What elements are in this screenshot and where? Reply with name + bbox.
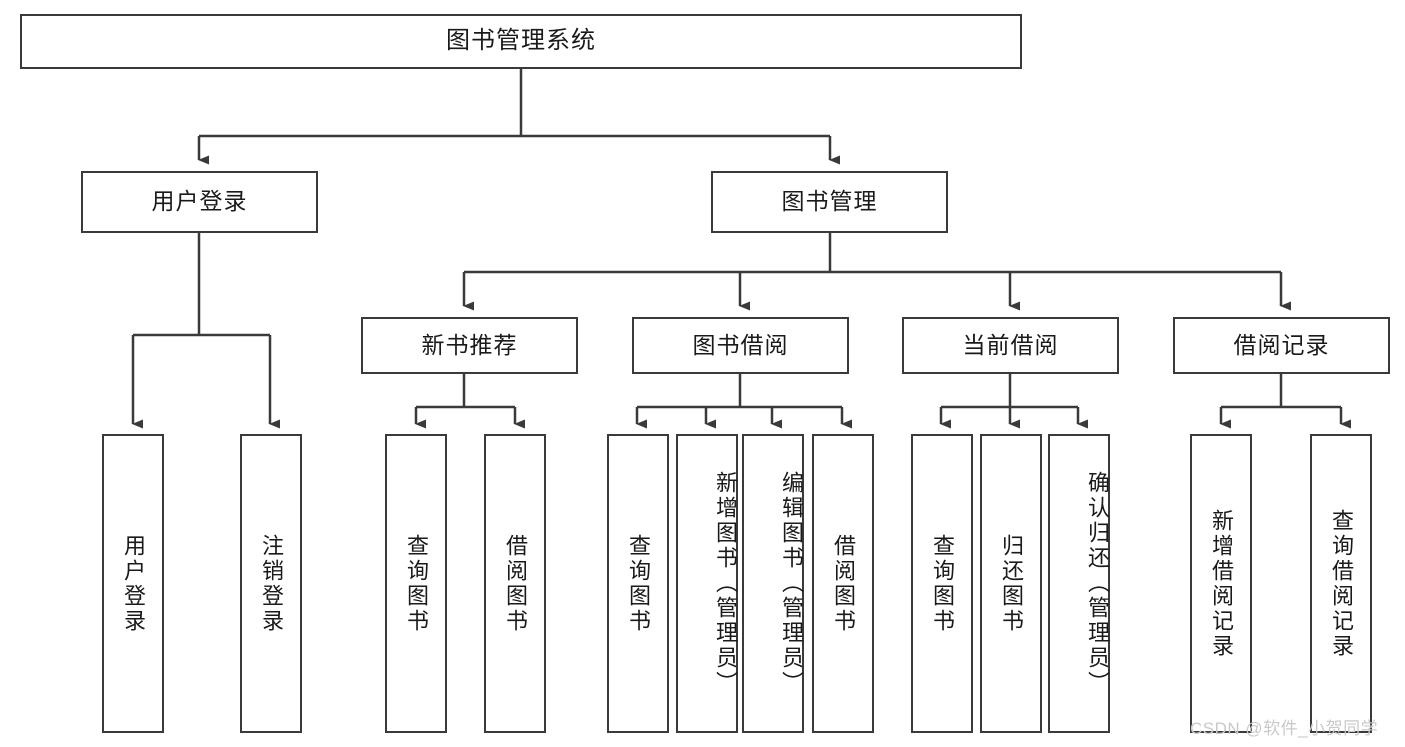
node-current-borrow[interactable]: 当前借阅 — [902, 317, 1119, 374]
leaf-user-login-login[interactable]: 用户登录 — [102, 434, 164, 733]
leaf-borrow-query-book[interactable]: 查询图书 — [607, 434, 669, 733]
leaf-borrow-edit-book-admin[interactable]: 编辑图书（管理员） — [742, 434, 804, 733]
leaf-borrow-borrow-book[interactable]: 借阅图书 — [812, 434, 874, 733]
leaf-new-book-query[interactable]: 查询图书 — [385, 434, 447, 733]
leaf-borrow-add-book-admin[interactable]: 新增图书（管理员） — [676, 434, 738, 733]
csdn-watermark: CSDN @软件_小贺同学 — [1190, 719, 1379, 738]
node-new-book-recommend[interactable]: 新书推荐 — [361, 317, 578, 374]
leaf-record-add-record[interactable]: 新增借阅记录 — [1190, 434, 1252, 733]
leaf-record-query-record[interactable]: 查询借阅记录 — [1310, 434, 1372, 733]
leaf-user-login-logout[interactable]: 注销登录 — [240, 434, 302, 733]
leaf-current-query-book[interactable]: 查询图书 — [911, 434, 973, 733]
node-book-borrow[interactable]: 图书借阅 — [632, 317, 849, 374]
leaf-current-confirm-return-admin[interactable]: 确认归还（管理员） — [1048, 434, 1110, 733]
node-user-login[interactable]: 用户登录 — [81, 171, 318, 233]
node-root-system[interactable]: 图书管理系统 — [20, 14, 1022, 69]
node-book-management[interactable]: 图书管理 — [711, 171, 948, 233]
leaf-current-return-book[interactable]: 归还图书 — [980, 434, 1042, 733]
leaf-new-book-borrow[interactable]: 借阅图书 — [484, 434, 546, 733]
node-borrow-record[interactable]: 借阅记录 — [1173, 317, 1390, 374]
